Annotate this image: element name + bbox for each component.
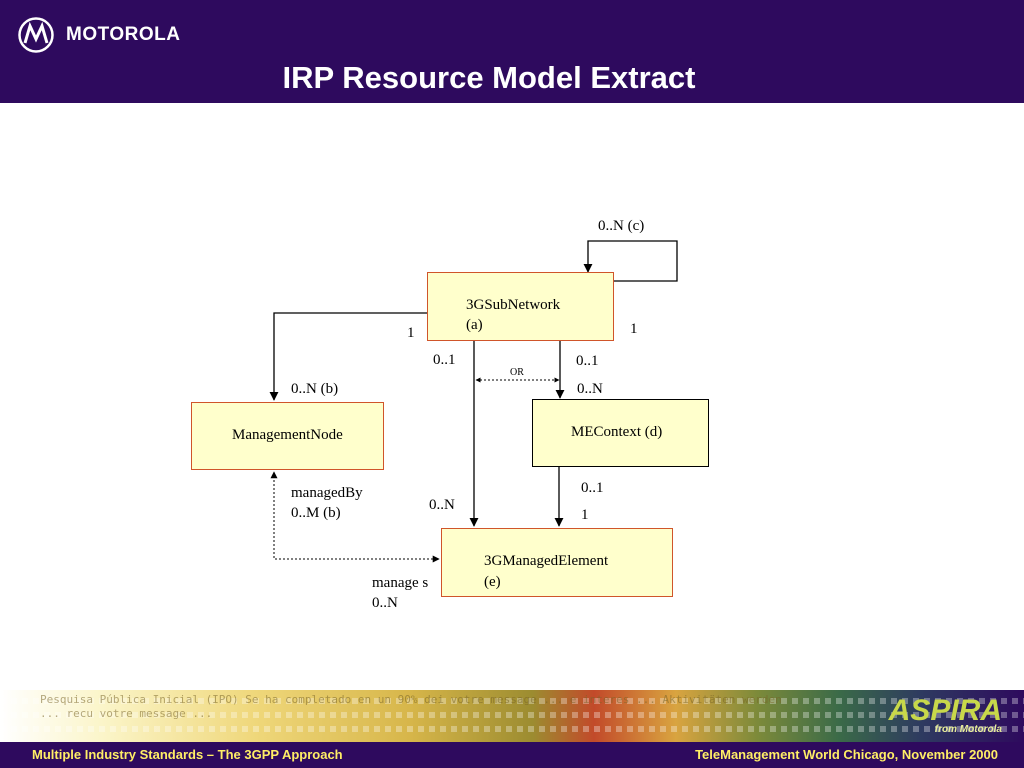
footer-bar: Multiple Industry Standards – The 3GPP A…	[0, 742, 1024, 768]
subnetwork-name: 3GSubNetwork	[466, 297, 561, 313]
slide-title: IRP Resource Model Extract	[282, 60, 696, 95]
sub-right-one-label: 1	[630, 321, 638, 337]
ctx-me-1-label: 1	[581, 507, 589, 523]
brand-name: MOTOROLA	[66, 24, 181, 45]
mecontext-name: MEContext (d)	[571, 424, 663, 440]
decorative-banner: Pesquisa Pública Inicial (IPO) Se ha com…	[0, 690, 1024, 742]
manages-label: manage s 0..N	[372, 575, 429, 611]
subnetwork-tag: (a)	[466, 317, 483, 333]
ctx-me-01-label: 0..1	[581, 480, 604, 496]
self-loop-connector	[583, 240, 678, 282]
ctx-0n-label: 0..N	[577, 381, 603, 397]
aspira-logo: ASPIRA from Motorola	[889, 696, 1002, 736]
self-loop-label: 0..N (c)	[598, 218, 645, 234]
me-0n-label: 0..N	[429, 497, 455, 513]
subnetwork-node: 3GSubNetwork (a)	[427, 272, 614, 341]
managed-by-label: managedBy 0..M (b)	[291, 485, 363, 521]
management-node: ManagementNode	[191, 402, 384, 470]
sub-to-ctx-label: 0..1	[576, 353, 599, 369]
mgmt-0n-label: 0..N (b)	[291, 381, 339, 397]
managed-element-tag: (e)	[484, 574, 501, 590]
footer-left-text: Multiple Industry Standards – The 3GPP A…	[32, 747, 343, 762]
mecontext-node: MEContext (d)	[532, 399, 709, 467]
header-bar: MOTOROLA IRP Resource Model Extract	[0, 0, 1024, 103]
aspira-brand: ASPIRA	[888, 694, 1002, 727]
managed-element-node: 3GManagedElement (e)	[441, 528, 673, 597]
footer-right-text: TeleManagement World Chicago, November 2…	[695, 747, 998, 762]
motorola-logo-icon	[18, 17, 54, 53]
manages-connector	[270, 471, 440, 563]
managed-element-name: 3GManagedElement	[484, 553, 609, 569]
sub-left-one-label: 1	[407, 325, 415, 341]
management-node-name: ManagementNode	[232, 427, 343, 443]
sub-to-mgmt-connector	[269, 312, 427, 401]
sub-to-me-label: 0..1	[433, 352, 456, 368]
banner-scroll-text: Pesquisa Pública Inicial (IPO) Se ha com…	[40, 693, 782, 720]
or-label: OR	[510, 367, 524, 378]
aspira-subtitle: from Motorola	[934, 724, 1002, 735]
